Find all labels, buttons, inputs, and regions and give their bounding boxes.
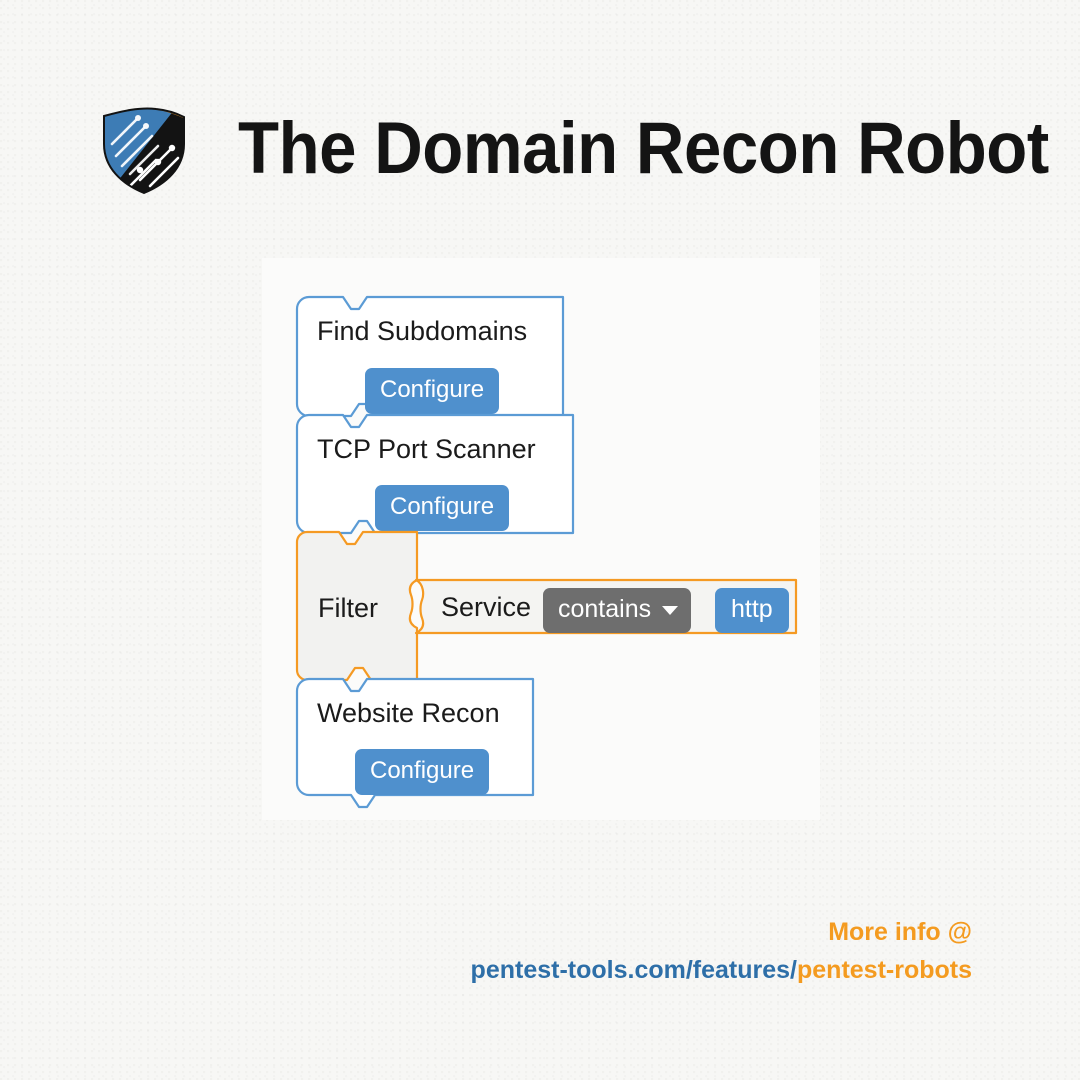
block-title-website-recon: Website Recon — [317, 698, 500, 728]
condition-operator-dropdown[interactable]: contains — [543, 588, 692, 633]
page-header: The Domain Recon Robot — [96, 100, 1080, 196]
condition-operator-value: contains — [558, 595, 652, 623]
block-title-filter: Filter — [318, 593, 378, 623]
pentest-tools-shield-logo — [96, 100, 192, 196]
configure-button-tcp-port-scanner[interactable]: Configure — [375, 485, 510, 531]
robot-block-stack[interactable]: Find Subdomains Configure TCP Port Scann… — [295, 295, 807, 809]
page-title: The Domain Recon Robot — [238, 107, 1049, 189]
workflow-block-filter[interactable]: Filter — [295, 530, 419, 682]
workflow-block-find-subdomains[interactable]: Find Subdomains Configure — [295, 295, 565, 418]
condition-field-label: Service — [441, 592, 532, 622]
block-title-tcp-port-scanner: TCP Port Scanner — [317, 434, 536, 464]
filter-condition-block[interactable]: Service contains http — [414, 578, 798, 635]
footer-url-highlight[interactable]: pentest-robots — [797, 955, 972, 984]
workflow-block-website-recon[interactable]: Website Recon Configure — [295, 677, 535, 809]
condition-value-field[interactable]: http — [715, 588, 789, 633]
footer-url-prefix[interactable]: pentest-tools.com/features/ — [470, 955, 797, 984]
footer-cta: More info @ — [828, 918, 972, 946]
block-title-find-subdomains: Find Subdomains — [317, 316, 528, 346]
footer: More info @ pentest-tools.com/features/p… — [471, 916, 972, 986]
workflow-block-tcp-port-scanner[interactable]: TCP Port Scanner Configure — [295, 413, 575, 535]
configure-button-website-recon[interactable]: Configure — [355, 749, 490, 795]
footer-url: pentest-tools.com/features/pentest-robot… — [471, 954, 972, 987]
configure-button-find-subdomains[interactable]: Configure — [365, 368, 500, 414]
chevron-down-icon — [662, 606, 679, 615]
